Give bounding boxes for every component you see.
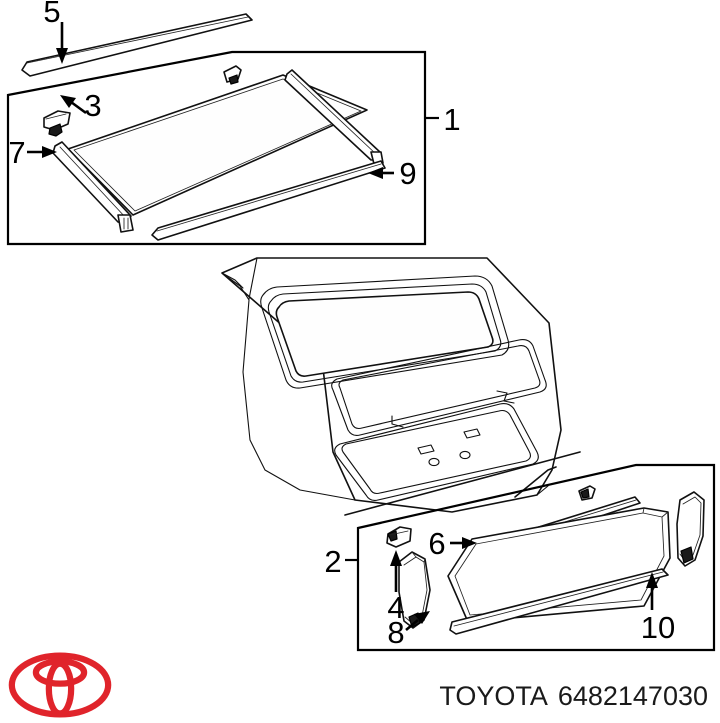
callout-5: 5 xyxy=(43,0,68,64)
lower-edge-line xyxy=(344,451,581,516)
callout-3: 3 xyxy=(60,88,102,123)
part-3-molding-clip xyxy=(43,110,71,137)
toyota-logo-mark xyxy=(8,652,112,718)
brand-name: TOYOTA xyxy=(439,681,548,711)
part-number: 6482147030 xyxy=(557,681,708,711)
callout-1: 1 xyxy=(425,102,461,137)
callout-label-2: 2 xyxy=(324,544,341,579)
callout-label-1: 1 xyxy=(443,102,460,137)
callout-6: 6 xyxy=(428,526,477,561)
callout-label-4: 4 xyxy=(387,590,404,625)
callout-label-9: 9 xyxy=(399,156,416,191)
part-1-back-door-glass xyxy=(67,74,368,216)
callout-7: 7 xyxy=(8,135,57,170)
callout-label-7: 7 xyxy=(8,135,25,170)
part-3-clip-secondary xyxy=(223,65,242,85)
callout-9: 9 xyxy=(368,156,417,191)
part-8-garnish-bracket-left xyxy=(398,551,431,629)
part-10-lower-garnish-molding xyxy=(449,568,669,635)
callout-label-10: 10 xyxy=(641,610,675,645)
callout-label-6: 6 xyxy=(428,526,445,561)
part-number-line: TOYOTA 6482147030 xyxy=(439,681,708,712)
callout-label-3: 3 xyxy=(84,88,101,123)
tailgate-body xyxy=(221,257,562,513)
part-7-side-molding-left xyxy=(52,141,134,233)
callout-label-5: 5 xyxy=(43,0,60,29)
part-4-garnish-clip xyxy=(386,526,412,548)
group-box-2 xyxy=(356,463,716,652)
toyota-logo xyxy=(6,652,114,718)
callout-4: 4 xyxy=(387,550,405,625)
callout-label-8: 8 xyxy=(387,615,404,650)
part-4-clip-secondary xyxy=(578,485,596,501)
callout-8: 8 xyxy=(387,611,430,650)
part-8-garnish-bracket-right xyxy=(676,491,705,567)
part-9-lower-window-molding xyxy=(151,160,386,241)
callout-10: 10 xyxy=(641,572,675,645)
footer: TOYOTA 6482147030 xyxy=(0,650,720,720)
callout-2: 2 xyxy=(324,544,358,579)
group-box-1 xyxy=(6,50,427,246)
